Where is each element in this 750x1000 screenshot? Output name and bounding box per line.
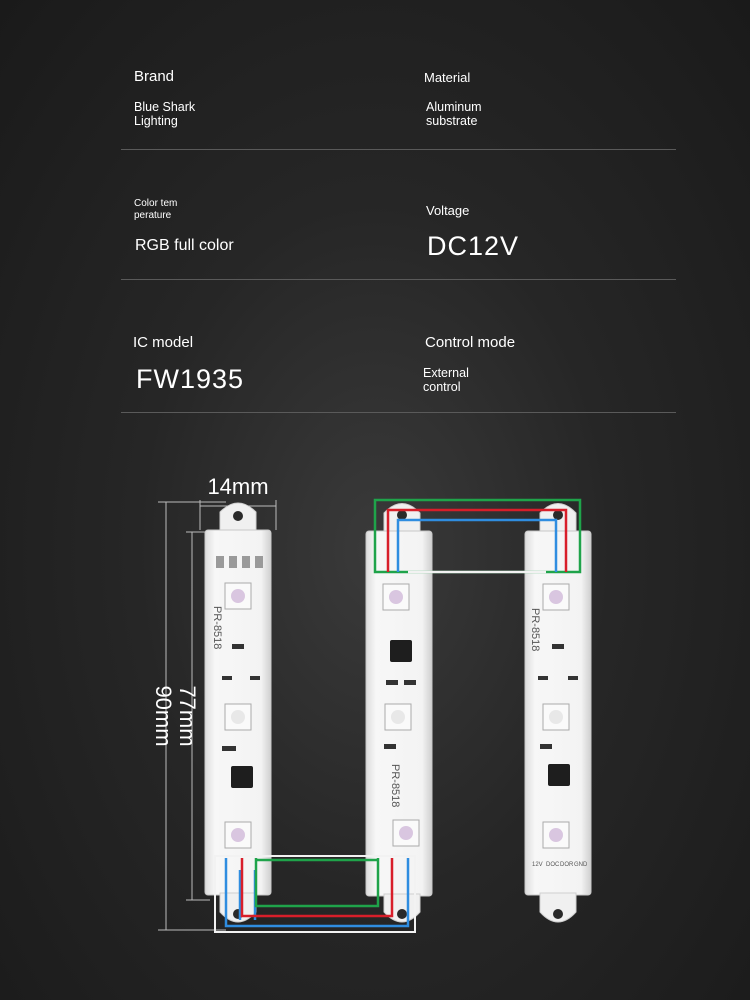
voltage-value: DC12V: [427, 231, 520, 261]
led-module-middle: PR-8518: [365, 503, 433, 923]
pcb-marking: PR-8518: [389, 764, 401, 807]
divider: [121, 279, 676, 280]
control-mode-value: External control: [423, 366, 469, 394]
led-module-left: PR-8518: [204, 502, 272, 923]
pad-label: 12V: [532, 862, 543, 868]
module-wiring-diagram: 14mm 90mm 77mm PR-8518: [151, 474, 592, 933]
pad-label: GND: [574, 862, 588, 868]
color-temperature-value: RGB full color: [135, 237, 234, 254]
height-dimensions: 90mm 77mm: [151, 501, 226, 931]
led-module-right: PR-8518 12V DOC DOR GND: [524, 503, 592, 923]
width-dimension-label: 14mm: [207, 474, 268, 499]
ic-model-value: FW1935: [136, 364, 245, 394]
inner-height-label: 77mm: [175, 685, 200, 746]
outer-height-label: 90mm: [151, 685, 176, 746]
divider: [121, 412, 676, 413]
divider: [121, 149, 676, 150]
pcb-marking: PR-8518: [529, 608, 541, 651]
width-dimension: 14mm: [199, 474, 277, 530]
top-wires: [373, 498, 582, 574]
material-label: Material: [424, 70, 471, 85]
color-temperature-label: Color tem perature: [134, 198, 178, 221]
brand-label: Brand: [134, 68, 175, 85]
brand-value: Blue Shark Lighting: [134, 100, 196, 128]
material-value: Aluminum substrate: [426, 100, 482, 128]
pads-top: [216, 556, 263, 568]
ic-model-label: IC model: [133, 334, 194, 351]
bottom-wires: [214, 855, 416, 933]
pad-label: DOR: [560, 862, 574, 868]
control-mode-label: Control mode: [425, 334, 516, 351]
pcb-marking: PR-8518: [211, 606, 223, 649]
pad-label: DOC: [546, 862, 560, 868]
voltage-label: Voltage: [426, 203, 470, 218]
